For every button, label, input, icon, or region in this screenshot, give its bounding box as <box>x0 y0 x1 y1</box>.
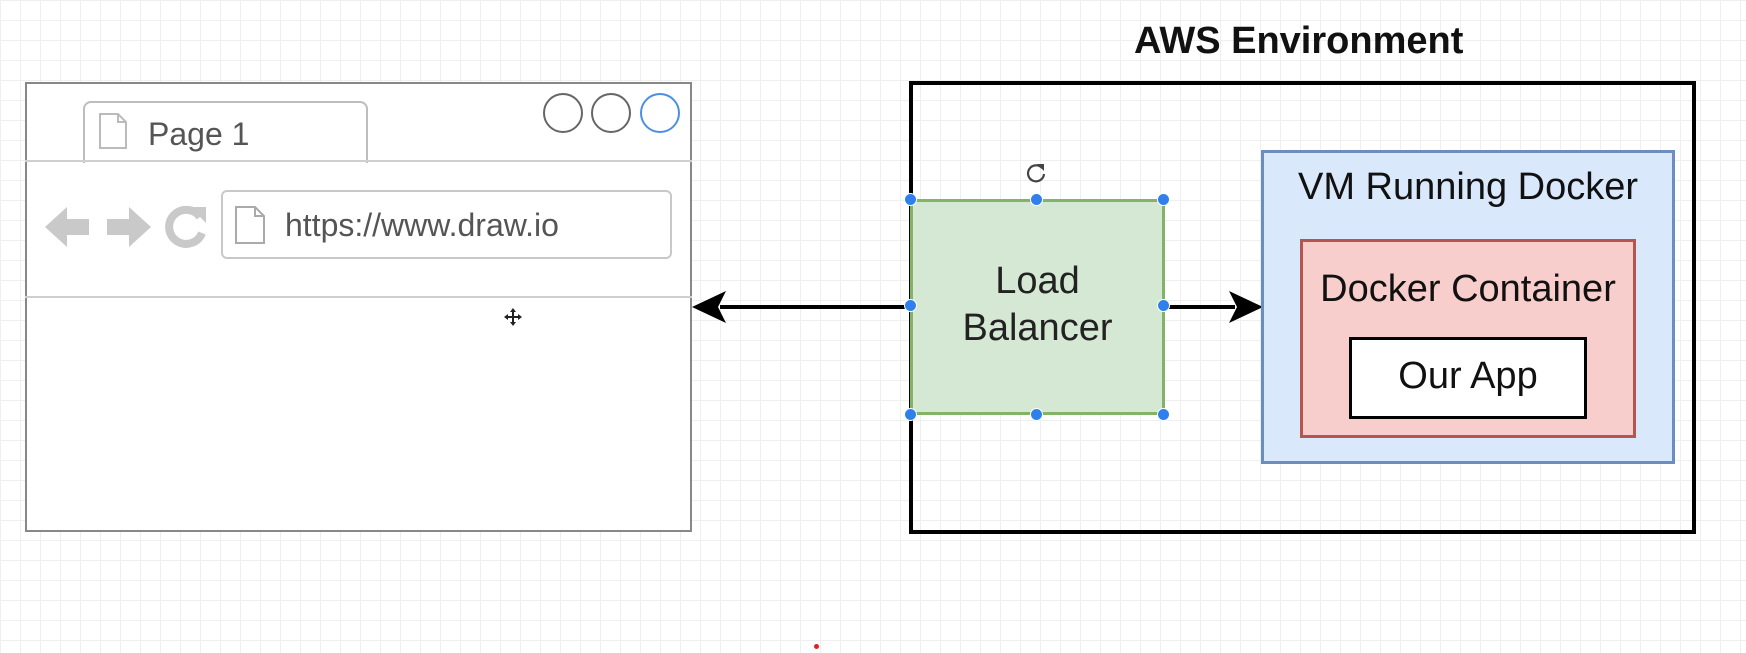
back-arrow-icon[interactable] <box>45 203 91 256</box>
resize-handle-e[interactable] <box>1157 299 1170 312</box>
forward-arrow-icon[interactable] <box>105 203 151 256</box>
resize-handle-n[interactable] <box>1030 193 1043 206</box>
our-app-box[interactable] <box>1349 337 1587 419</box>
cursor-dot <box>814 644 819 649</box>
rotate-handle-icon[interactable] <box>1025 161 1047 188</box>
window-control-2[interactable] <box>591 93 631 133</box>
tab-label: Page 1 <box>148 116 250 152</box>
reload-icon[interactable] <box>164 203 208 254</box>
resize-handle-se[interactable] <box>1157 408 1170 421</box>
load-balancer-label: Load Balancer <box>910 258 1165 352</box>
document-icon <box>98 112 128 150</box>
docker-container-label: Docker Container <box>1320 268 1616 310</box>
load-balancer-label-line-1: Load <box>995 260 1080 302</box>
resize-handle-sw[interactable] <box>904 408 917 421</box>
arrow-to-vm[interactable] <box>1163 285 1268 335</box>
url-text: https://www.draw.io <box>285 207 559 243</box>
url-bar[interactable] <box>221 190 672 259</box>
toolbar-divider <box>25 296 692 298</box>
load-balancer-label-line-2: Balancer <box>962 307 1113 349</box>
window-control-3[interactable] <box>640 93 680 133</box>
our-app-label: Our App <box>1398 355 1538 397</box>
aws-environment-title: AWS Environment <box>1134 20 1464 62</box>
vm-label: VM Running Docker <box>1297 166 1639 208</box>
url-document-icon <box>234 205 266 245</box>
resize-handle-w[interactable] <box>904 299 917 312</box>
resize-handle-s[interactable] <box>1030 408 1043 421</box>
tab-divider <box>25 160 692 162</box>
browser-tab[interactable] <box>83 101 368 163</box>
move-cursor-icon <box>503 307 523 332</box>
arrow-to-browser[interactable] <box>690 285 915 335</box>
resize-handle-ne[interactable] <box>1157 193 1170 206</box>
window-control-1[interactable] <box>543 93 583 133</box>
resize-handle-nw[interactable] <box>904 193 917 206</box>
